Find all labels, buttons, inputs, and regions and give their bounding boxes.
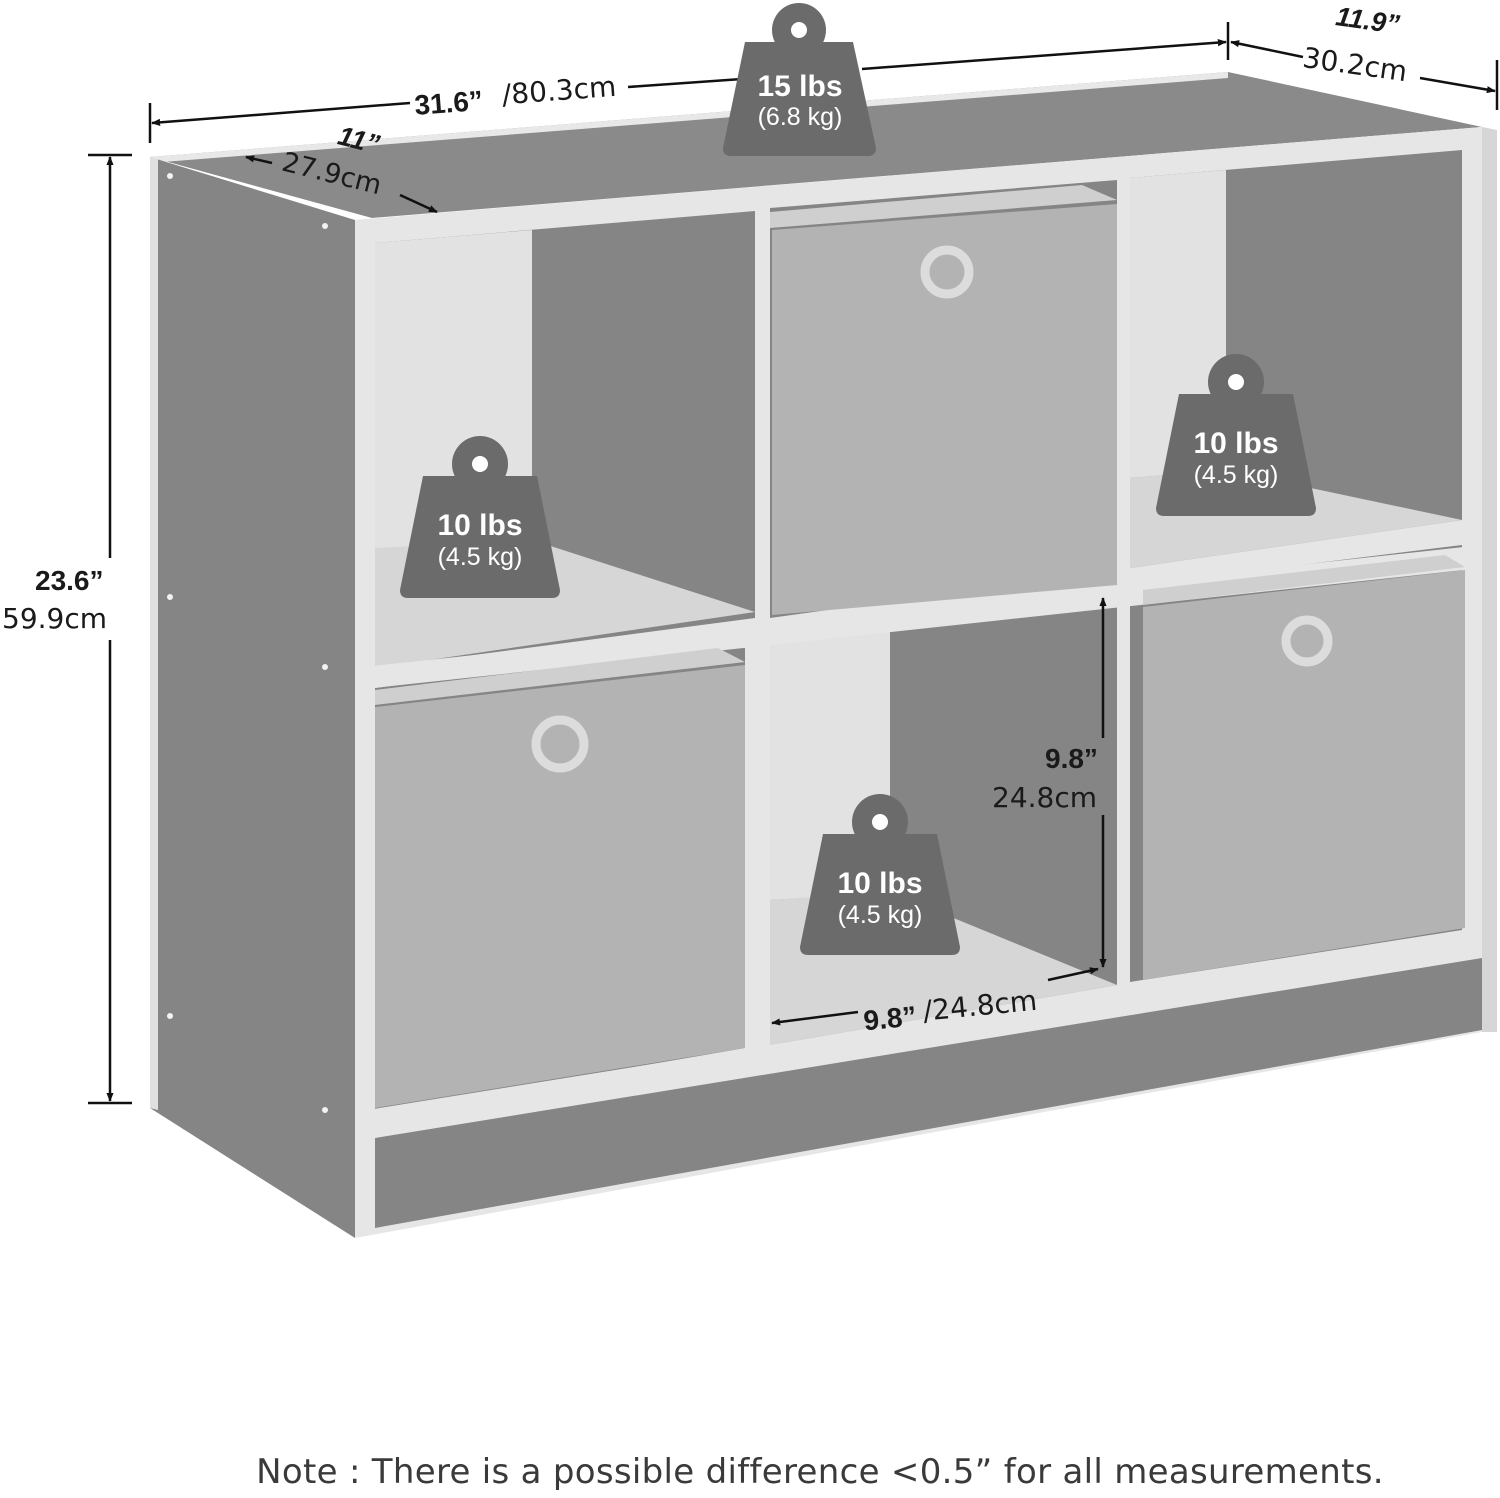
weight-left-lbs: 10 lbs (437, 509, 522, 542)
top-back-edge (150, 72, 1228, 163)
weight-icon-bottom: 10 lbs (4.5 kg) (800, 794, 960, 955)
weight-top-kg: (6.8 kg) (758, 103, 843, 131)
weight-right-kg: (4.5 kg) (1194, 461, 1279, 489)
weight-top-lbs: 15 lbs (757, 70, 842, 103)
side-panel (150, 157, 355, 1238)
bookcase (150, 72, 1497, 1238)
weight-icon-top: 15 lbs (6.8 kg) (723, 3, 876, 156)
bin-top-middle (772, 204, 1117, 615)
right-edge (1482, 127, 1497, 1032)
kettlebell-icon (1156, 354, 1316, 516)
depth-top-cm-label: 30.2cm (1301, 41, 1410, 88)
width-inch-label: 31.6” (413, 85, 484, 121)
bin-bottom-right (1143, 570, 1465, 980)
bin-bottom-left (375, 665, 745, 1108)
kick-plate (375, 958, 1482, 1228)
side-back-edge (150, 157, 158, 1110)
weight-bottom-kg: (4.5 kg) (838, 901, 923, 929)
width-cm-label: /80.3cm (501, 70, 618, 111)
kettlebell-icon (723, 3, 876, 156)
cube-height-cm-label: 24.8cm (992, 781, 1097, 814)
height-cm-label: 59.9cm (2, 602, 107, 635)
weight-left-kg: (4.5 kg) (438, 543, 523, 571)
kettlebell-icon (800, 794, 960, 955)
weight-right-lbs: 10 lbs (1193, 427, 1278, 460)
bin-bottom-left-handle (531, 715, 589, 773)
bin-bottom-right-handle (1281, 615, 1333, 667)
bottom-shelf (355, 930, 1482, 1135)
divider-right (1117, 180, 1130, 986)
height-inch-label: 23.6” (35, 565, 104, 596)
bin-top-middle-handle (920, 245, 974, 299)
depth-top-inch-label: 11.9” (1334, 1, 1402, 40)
cube-height-inch-label: 9.8” (1045, 743, 1098, 774)
screw-dots (167, 173, 328, 1113)
measurement-note: Note : There is a possible difference <0… (256, 1452, 1384, 1492)
cube-width-inch-label: 9.8” (862, 1000, 918, 1036)
kettlebell-icon (400, 436, 560, 598)
bin-bottom-right-lid (1143, 555, 1465, 605)
middle-shelf (355, 545, 1482, 690)
weight-bottom-lbs: 10 lbs (837, 867, 922, 900)
weight-icon-left: 10 lbs (4.5 kg) (400, 436, 560, 598)
divider-left (755, 209, 770, 1050)
bin-bottom-left-lid (375, 648, 745, 705)
weight-icon-right: 10 lbs (4.5 kg) (1156, 354, 1316, 516)
bin-top-middle-lid (770, 185, 1117, 228)
dimension-lines (88, 22, 1499, 1105)
